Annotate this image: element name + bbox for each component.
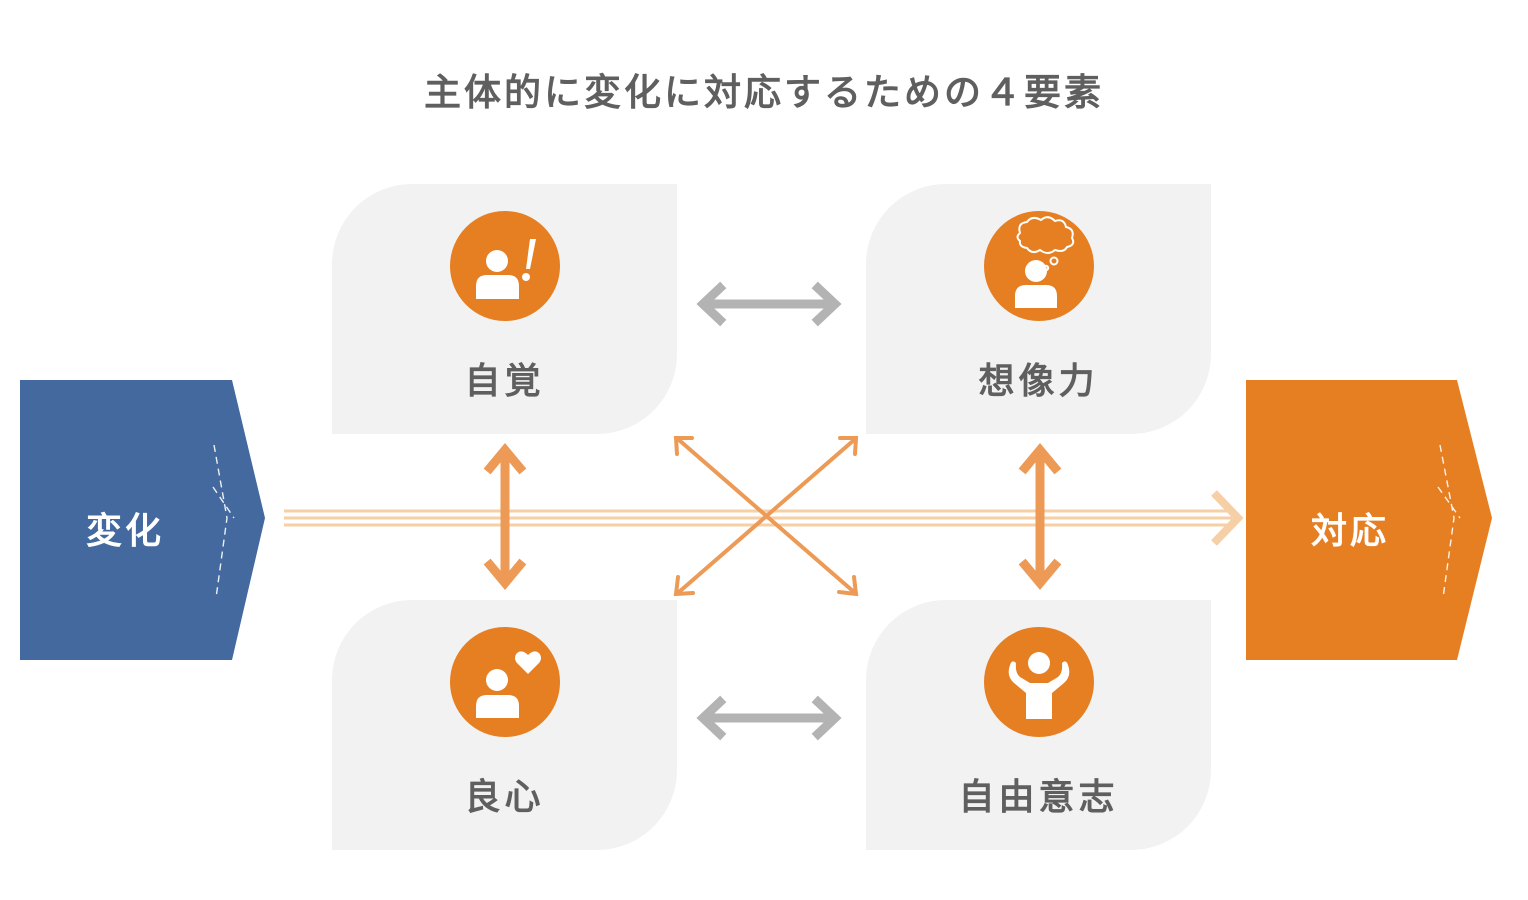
card-label-free-will: 自由意志 [958,777,1119,818]
card-label-self-awareness: 自覚 [464,361,545,402]
change-block-dashes [212,444,235,599]
response-block [1246,380,1492,660]
gray-arrow-top [696,281,842,327]
page-title: 主体的に変化に対応するための４要素 [424,71,1104,114]
flow-arrow [284,490,1244,546]
person-thought-bubble-icon [984,211,1094,321]
card-self-awareness: 自覚 [332,184,677,434]
gray-arrow-bottom [696,695,842,741]
response-block-dashes [1437,444,1461,599]
orange-arrow-right [1018,442,1062,591]
person-exclamation-icon [450,211,560,321]
card-label-imagination: 想像力 [978,361,1099,402]
change-block [20,380,265,660]
orange-arrow-left [483,442,527,591]
change-label: 変化 [85,511,164,552]
card-imagination: 想像力 [866,184,1211,434]
response-label: 対応 [1310,511,1389,552]
card-conscience: 良心 [332,600,677,850]
card-label-conscience: 良心 [464,777,545,818]
card-free-will: 自由意志 [866,600,1211,850]
person-heart-icon [450,627,560,737]
person-arms-raised-icon [984,627,1094,737]
orange-cross-arrows [673,436,859,597]
